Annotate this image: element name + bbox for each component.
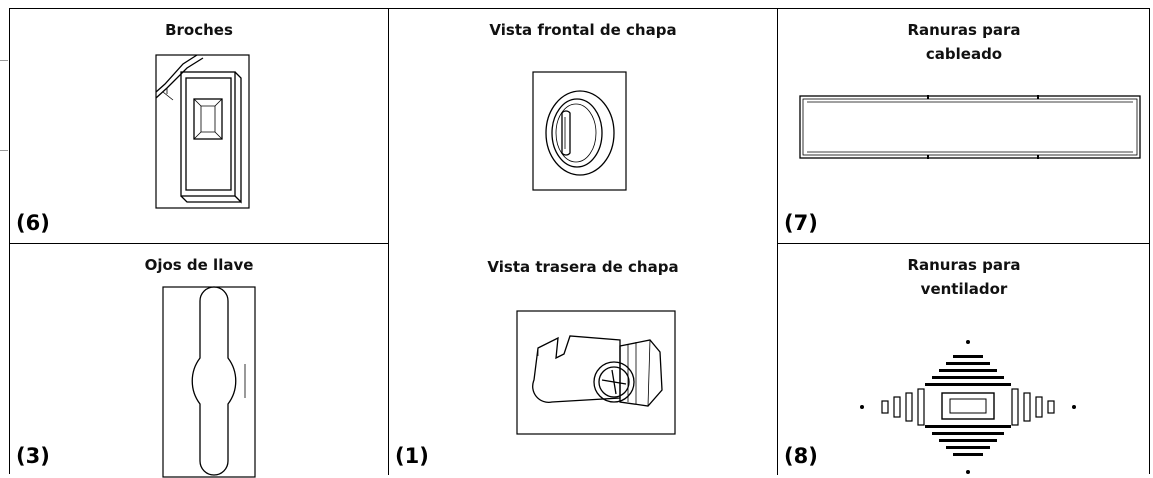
panel-ranuras-ventilador: Ranuras para ventilador (8) (778, 244, 1150, 475)
row-divider-left (10, 243, 388, 244)
panel-title-back: Vista trasera de chapa (487, 258, 679, 276)
panel-title-line1: Ranuras para (907, 256, 1021, 274)
panel-number: (8) (784, 444, 818, 468)
panel-number: (3) (16, 444, 50, 468)
panel-number: (6) (16, 211, 50, 235)
panel-title-line2: cableado (925, 45, 1003, 63)
lock-front-drawing-icon (532, 71, 627, 191)
panel-title-front: Vista frontal de chapa (489, 21, 677, 39)
column-divider-left (388, 9, 389, 475)
panel-title-line2: ventilador (920, 280, 1008, 298)
panel-ranuras-cableado: Ranuras para cableado (7) (778, 9, 1150, 243)
panel-broches: Broches (6) (10, 9, 388, 243)
column-divider-right (777, 9, 778, 475)
panel-chapa: Vista frontal de chapa Vista trasera de … (389, 9, 777, 475)
lock-back-drawing-icon (516, 310, 676, 435)
clip-drawing-icon (155, 54, 250, 209)
panel-title-line1: Ranuras para (907, 21, 1021, 39)
panel-ojos-de-llave: Ojos de llave (3) (10, 244, 388, 478)
components-table: Broches (6) Ojos de llave (3) (9, 8, 1150, 478)
panel-title: Broches (165, 21, 233, 39)
fan-vent-pattern (860, 340, 1076, 474)
panel-number: (1) (395, 444, 429, 468)
fan-vent-drawing-icon (860, 340, 1076, 474)
margin-mark (0, 60, 8, 61)
keyhole-drawing-icon (162, 286, 256, 478)
row-divider-right (777, 243, 1150, 244)
cable-slot-drawing-icon (799, 95, 1141, 159)
panel-number: (7) (784, 211, 818, 235)
margin-mark (0, 150, 8, 151)
panel-title: Ojos de llave (144, 256, 254, 274)
